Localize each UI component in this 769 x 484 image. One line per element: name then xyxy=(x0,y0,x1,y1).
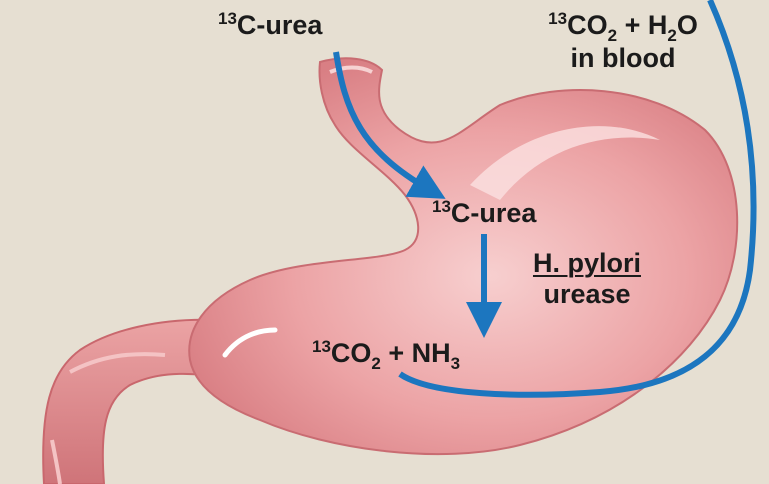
label-urea-in-stomach: 13C-urea xyxy=(432,200,536,227)
label-enzyme-line2: urease xyxy=(492,281,682,308)
label-urea-ingested: 13C-urea xyxy=(218,12,322,39)
label-enzyme-line1: H. pylori xyxy=(492,250,682,277)
label-enzyme: H. pylori urease xyxy=(492,250,682,308)
label-reaction-products: 13CO2 + NH3 xyxy=(312,340,460,367)
label-blood-products: 13CO2 + H2O in blood xyxy=(488,12,758,72)
label-blood-line1: 13CO2 + H2O xyxy=(488,12,758,39)
label-blood-line2: in blood xyxy=(488,45,758,72)
